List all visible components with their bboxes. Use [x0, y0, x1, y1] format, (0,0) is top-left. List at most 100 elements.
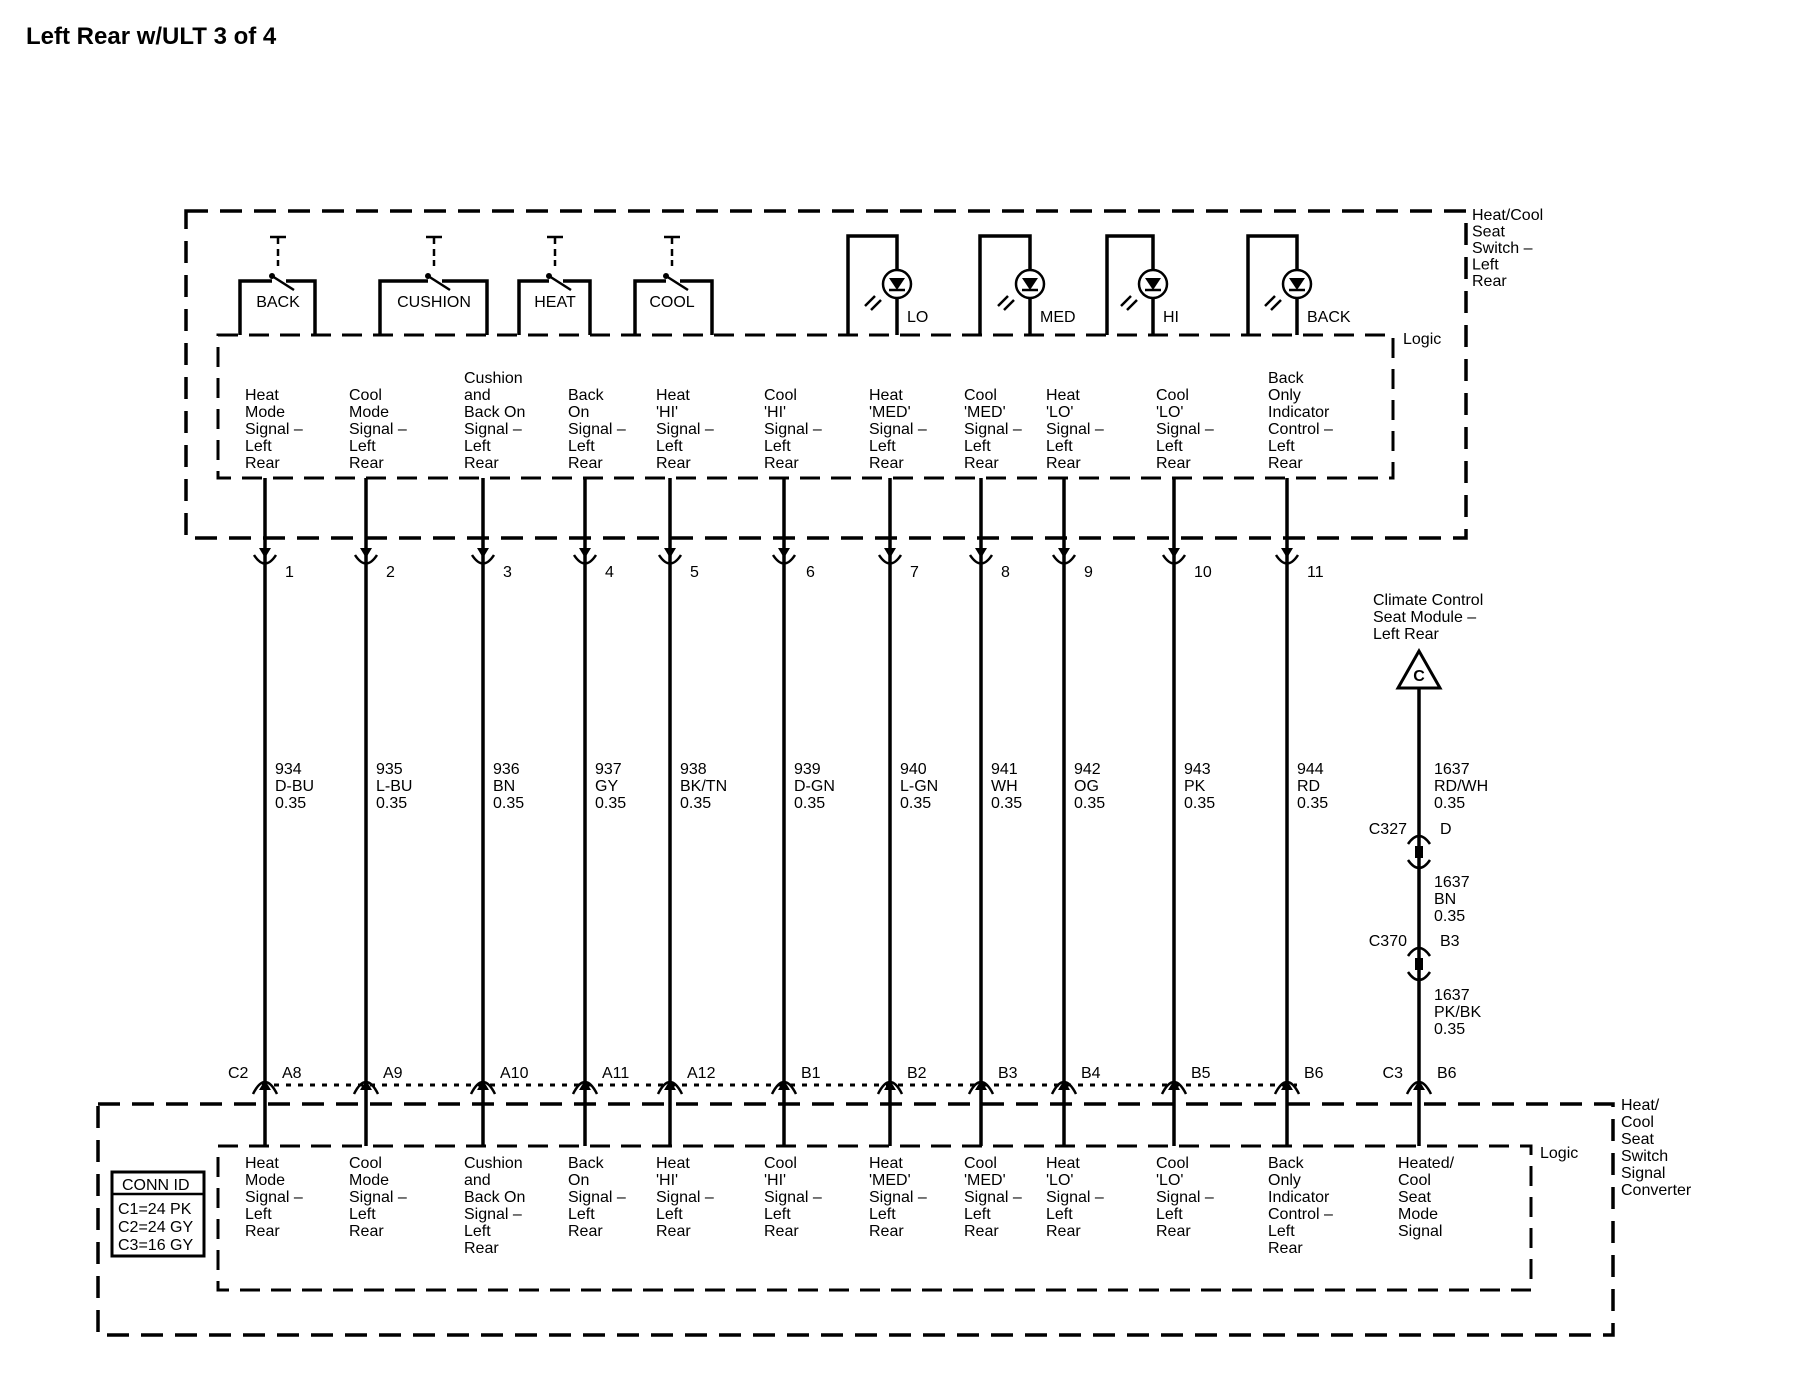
switch-module-name-line: Heat/Cool — [1472, 207, 1543, 224]
converter-signal-line: Mode — [245, 1172, 285, 1189]
switch-signal-line: Cool — [964, 387, 997, 404]
wire-size: 0.35 — [1074, 795, 1105, 812]
switch-signal-line: 'MED' — [869, 404, 911, 421]
converter-signal-line: 'MED' — [869, 1172, 911, 1189]
converter-signal-line: Cool — [349, 1155, 382, 1172]
switch-signal-line: 'HI' — [656, 404, 678, 421]
switch-signal-line: Back On — [464, 404, 525, 421]
pin-terminal — [1051, 548, 1077, 565]
wire-size: 0.35 — [595, 795, 626, 812]
switch-signal-line: Rear — [764, 455, 799, 472]
switch-signal-line: Signal – — [464, 421, 522, 438]
indicator-label: LO — [907, 309, 928, 326]
converter-signal-line: Rear — [568, 1223, 603, 1240]
converter-signal-line: Cool — [964, 1155, 997, 1172]
climate-module-name-line: Seat Module – — [1373, 609, 1476, 626]
switch-signal-line: Left — [245, 438, 272, 455]
connector-c3-name: C3 — [1383, 1065, 1404, 1082]
converter-signal-line: 'HI' — [764, 1172, 786, 1189]
wire-color: L-BU — [376, 778, 412, 795]
converter-module-name-line: Seat — [1621, 1131, 1654, 1148]
wire-size: 0.35 — [1434, 1021, 1465, 1038]
switch-module-boundary — [184, 209, 1468, 540]
switch-signal-line: Rear — [656, 455, 691, 472]
pin-terminal — [252, 548, 278, 565]
indicator-med: MED — [978, 234, 1076, 335]
switch-signal-line: Left — [869, 438, 896, 455]
climate-module-name-line: Left Rear — [1373, 626, 1439, 643]
converter-signal-line: Left — [869, 1206, 896, 1223]
c2-pin: B2 — [907, 1065, 927, 1082]
pin-terminal — [1274, 548, 1300, 565]
switch-signal-line: Signal – — [869, 421, 927, 438]
conn-id-line: C3=16 GY — [118, 1237, 193, 1254]
pin-number: 2 — [386, 564, 395, 581]
c2-pin: A8 — [282, 1065, 302, 1082]
switch-signal-line: Signal – — [964, 421, 1022, 438]
wire-color: D-BU — [275, 778, 314, 795]
converter-signal-line: 'HI' — [656, 1172, 678, 1189]
c2-pin: A11 — [602, 1065, 629, 1082]
switch-signal-line: Signal – — [568, 421, 626, 438]
switch-signal-line: Left — [568, 438, 595, 455]
converter-signal-line: Signal – — [656, 1189, 714, 1206]
converter-signal-line: Signal – — [1156, 1189, 1214, 1206]
switch-signal-line: Cushion — [464, 370, 523, 387]
wire-size: 0.35 — [1184, 795, 1215, 812]
converter-signal-line: 'MED' — [964, 1172, 1006, 1189]
switch-signal-line: Heat — [245, 387, 279, 404]
wire-size: 0.35 — [493, 795, 524, 812]
switch-icon — [269, 235, 295, 292]
switch-label: BACK — [256, 294, 300, 311]
converter-signal-line: Signal — [1398, 1223, 1442, 1240]
wire-color: RD — [1297, 778, 1320, 795]
pin-number: 6 — [806, 564, 815, 581]
converter-signal-line: Control – — [1268, 1206, 1333, 1223]
switch-label: HEAT — [534, 294, 576, 311]
wire-color: PK — [1184, 778, 1206, 795]
reference-triangle-icon: C — [1395, 647, 1443, 690]
circuit-number: 938 — [680, 761, 707, 778]
wire-color: D-GN — [794, 778, 835, 795]
pin-number: 7 — [910, 564, 919, 581]
switch-cool: COOL — [633, 235, 714, 335]
c2-pin: B6 — [1304, 1065, 1324, 1082]
switch-signal-line: Heat — [869, 387, 903, 404]
switch-signal-line: Signal – — [245, 421, 303, 438]
wire-size: 0.35 — [1434, 795, 1465, 812]
inline-connector-name: C327 — [1369, 821, 1407, 838]
switch-module-name-line: Seat — [1472, 224, 1505, 241]
switch-signal-line: On — [568, 404, 589, 421]
led-icon — [1120, 268, 1169, 311]
led-icon — [997, 268, 1046, 311]
wire-size: 0.35 — [991, 795, 1022, 812]
switch-signal-line: Heat — [656, 387, 690, 404]
pin-terminal — [1161, 548, 1187, 565]
converter-module-name-line: Converter — [1621, 1182, 1692, 1199]
pin-terminal — [470, 548, 496, 565]
conn-id-title: CONN ID — [122, 1177, 190, 1194]
c2-pin: A12 — [687, 1065, 716, 1082]
converter-signal-line: Cool — [1156, 1155, 1189, 1172]
converter-logic-label: Logic — [1540, 1145, 1578, 1162]
c2-pin: B1 — [801, 1065, 821, 1082]
